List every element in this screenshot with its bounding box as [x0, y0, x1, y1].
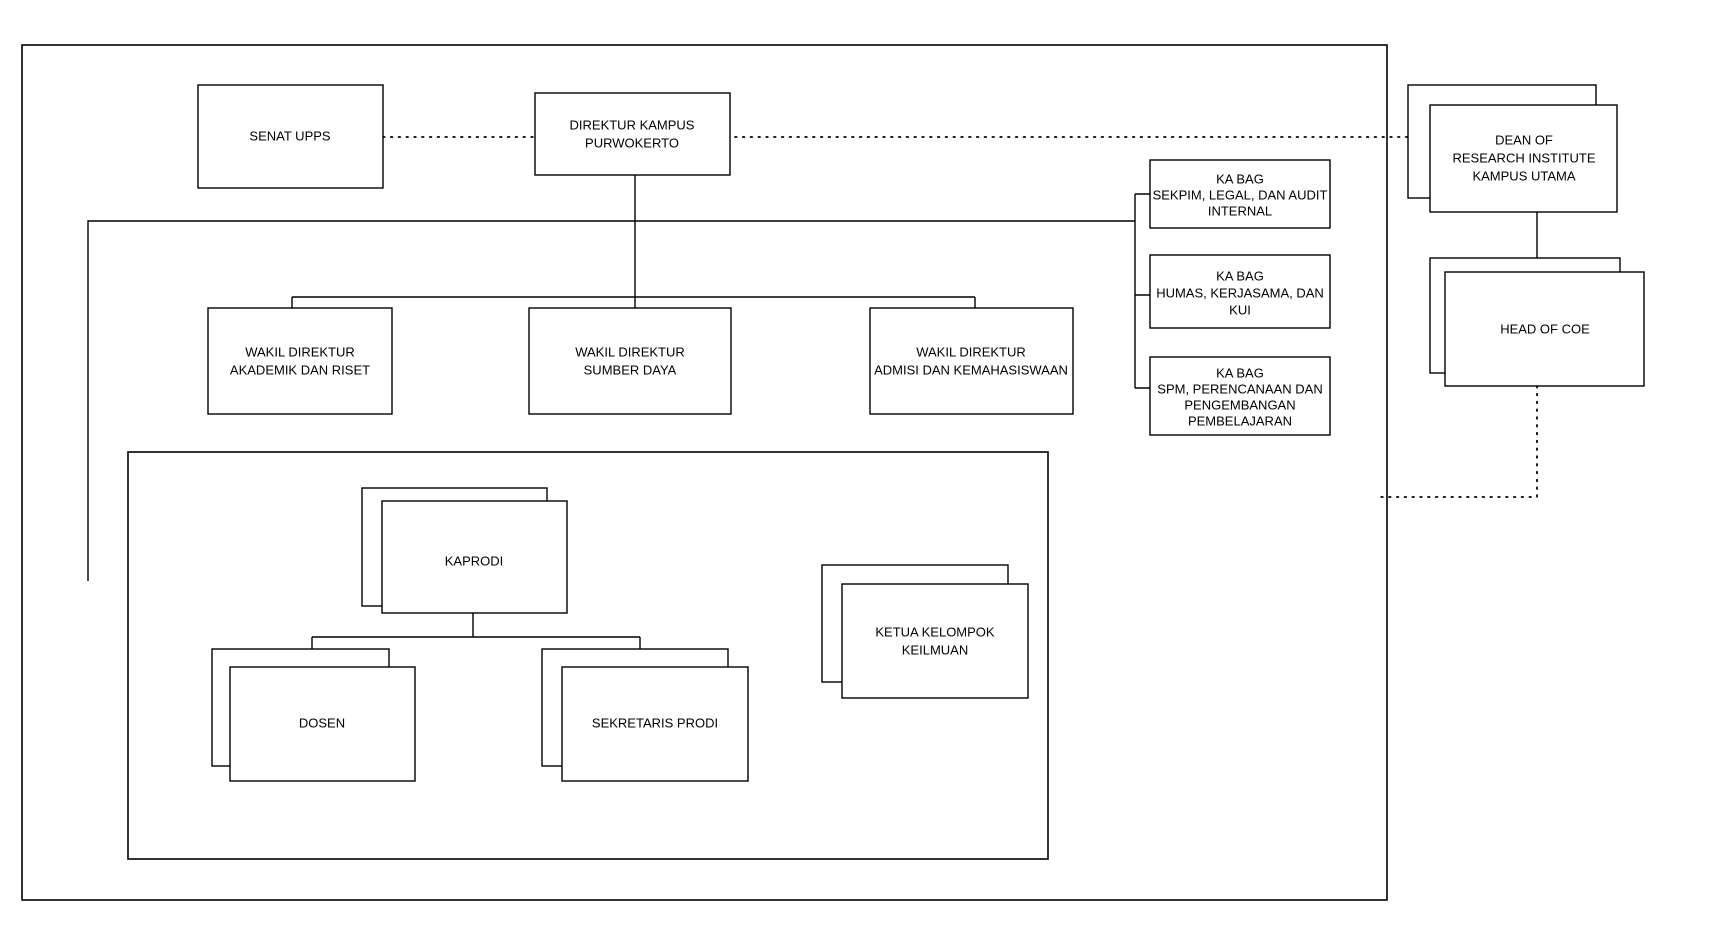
node-wakil-direktur-sumber-daya-label-line1: WAKIL DIREKTUR [575, 344, 685, 359]
node-wakil-direktur-sumber-daya[interactable]: WAKIL DIREKTUR SUMBER DAYA [528, 307, 732, 415]
node-kabag-spm-label-line4: PEMBELAJARAN [1188, 413, 1292, 428]
node-kabag-humas-label-line3: KUI [1229, 302, 1251, 317]
node-kabag-spm-label-line1: KA BAG [1216, 365, 1264, 380]
node-ketua-kelompok-keilmuan[interactable]: KETUA KELOMPOK KEILMUAN [821, 564, 1029, 699]
node-ketua-kelompok-keilmuan-label-line1: KETUA KELOMPOK [875, 624, 995, 639]
node-direktur-kampus-box[interactable] [534, 92, 731, 176]
node-kabag-sekpim-label-line2: SEKPIM, LEGAL, DAN AUDIT [1153, 187, 1328, 202]
node-wakil-direktur-sumber-daya-box[interactable] [528, 307, 732, 415]
node-head-of-coe-box[interactable] [1444, 271, 1645, 387]
connector-headcoe-dotted-elbow [1379, 385, 1538, 498]
node-kaprodi-label: KAPRODI [445, 553, 504, 568]
node-sekretaris-prodi-label: SEKRETARIS PRODI [592, 715, 718, 730]
node-direktur-kampus-label-line2: PURWOKERTO [585, 135, 679, 150]
node-sekretaris-prodi[interactable]: SEKRETARIS PRODI [541, 648, 749, 782]
node-wakil-direktur-admisi-label-line1: WAKIL DIREKTUR [916, 344, 1026, 359]
node-kabag-humas-label-line1: KA BAG [1216, 268, 1264, 283]
node-direktur-kampus[interactable]: DIREKTUR KAMPUS PURWOKERTO [534, 92, 731, 176]
campus-outer-frame [21, 44, 1388, 901]
node-kabag-spm-label-line3: PENGEMBANGAN [1184, 397, 1295, 412]
node-dosen[interactable]: DOSEN [211, 648, 416, 782]
node-senat-upps[interactable]: SENAT UPPS [197, 84, 384, 189]
node-senat-upps-label: SENAT UPPS [249, 128, 330, 143]
node-wakil-direktur-admisi-box[interactable] [869, 307, 1074, 415]
node-dean-research-institute-label-line1: DEAN OF [1495, 132, 1553, 147]
prodi-container-frame [127, 451, 1049, 860]
node-dosen-label: DOSEN [299, 715, 345, 730]
node-wakil-direktur-sumber-daya-label-line2: SUMBER DAYA [584, 362, 677, 377]
node-kabag-sekpim-label-line3: INTERNAL [1208, 203, 1272, 218]
node-head-of-coe[interactable]: HEAD OF COE [1429, 257, 1645, 387]
node-dean-research-institute-box[interactable] [1429, 104, 1618, 213]
node-wakil-direktur-admisi-label-line2: ADMISI DAN KEMAHASISWAAN [874, 362, 1068, 377]
node-wakil-direktur-akademik[interactable]: WAKIL DIREKTUR AKADEMIK DAN RISET [207, 307, 393, 415]
node-ketua-kelompok-keilmuan-box[interactable] [841, 583, 1029, 699]
node-kabag-spm-box[interactable] [1149, 356, 1331, 436]
node-wakil-direktur-admisi[interactable]: WAKIL DIREKTUR ADMISI DAN KEMAHASISWAAN [869, 307, 1074, 415]
node-kabag-sekpim-box[interactable] [1149, 159, 1331, 229]
node-wakil-direktur-akademik-box[interactable] [207, 307, 393, 415]
node-kabag-spm[interactable]: KA BAG SPM, PERENCANAAN DAN PENGEMBANGAN… [1149, 356, 1331, 436]
node-ketua-kelompok-keilmuan-label-line2: KEILMUAN [902, 642, 968, 657]
node-kabag-sekpim-label-line1: KA BAG [1216, 171, 1264, 186]
node-head-of-coe-label: HEAD OF COE [1500, 321, 1590, 336]
node-dean-research-institute-label-line2: RESEARCH INSTITUTE [1452, 150, 1595, 165]
node-sekretaris-prodi-box[interactable] [561, 666, 749, 782]
node-kabag-sekpim[interactable]: KA BAG SEKPIM, LEGAL, DAN AUDIT INTERNAL [1149, 159, 1331, 229]
node-dosen-box[interactable] [229, 666, 416, 782]
node-dean-research-institute[interactable]: DEAN OF RESEARCH INSTITUTE KAMPUS UTAMA [1407, 84, 1618, 213]
node-direktur-kampus-label-line1: DIREKTUR KAMPUS [570, 117, 695, 132]
connector-left-bracket [87, 220, 1135, 581]
node-kaprodi-box[interactable] [381, 500, 568, 614]
node-kabag-spm-label-line2: SPM, PERENCANAAN DAN [1157, 381, 1322, 396]
node-kabag-humas-label-line2: HUMAS, KERJASAMA, DAN [1156, 285, 1324, 300]
node-kaprodi[interactable]: KAPRODI [361, 487, 568, 614]
node-senat-upps-box[interactable] [197, 84, 384, 189]
node-dean-research-institute-label-line3: KAMPUS UTAMA [1472, 168, 1575, 183]
node-kabag-humas[interactable]: KA BAG HUMAS, KERJASAMA, DAN KUI [1149, 254, 1331, 329]
node-wakil-direktur-akademik-label-line1: WAKIL DIREKTUR [245, 344, 355, 359]
node-kabag-humas-box[interactable] [1149, 254, 1331, 329]
node-wakil-direktur-akademik-label-line2: AKADEMIK DAN RISET [230, 362, 370, 377]
